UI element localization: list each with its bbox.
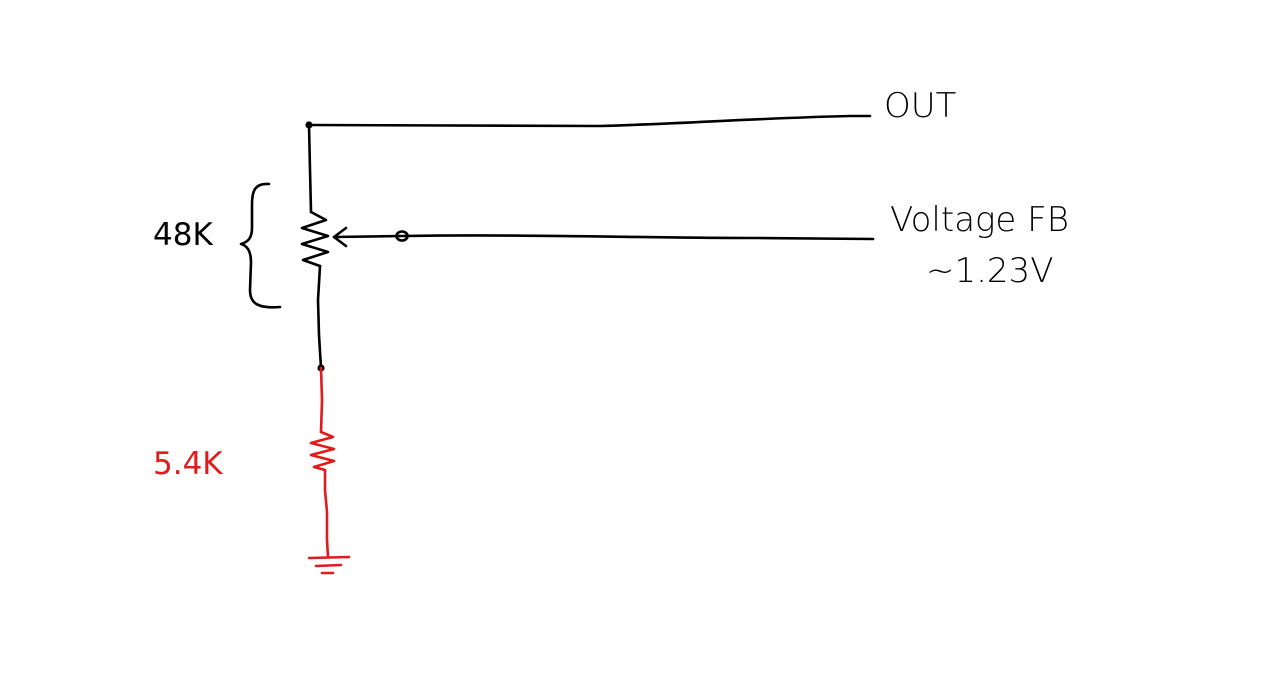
pot-value-label: 48K <box>153 217 213 253</box>
resistor-value-label: 5.4K <box>153 446 223 482</box>
ground-symbol <box>307 555 351 575</box>
out-wire <box>307 114 872 128</box>
out-label: OUT <box>884 86 957 126</box>
potentiometer-zigzag <box>300 210 330 268</box>
wiper-node-dot <box>395 230 409 242</box>
feedback-voltage-label: ~1.23V <box>926 251 1053 291</box>
feedback-label: Voltage FB <box>890 200 1069 240</box>
pot-bottom-wire <box>316 264 323 370</box>
pot-value-brace <box>239 182 282 309</box>
top-node-dot <box>305 121 313 129</box>
resistor-zigzag <box>309 430 336 472</box>
resistor-top-wire <box>319 366 324 434</box>
resistor-bottom-wire <box>323 468 330 559</box>
feedback-wire <box>332 234 875 241</box>
pot-top-wire <box>307 123 313 214</box>
